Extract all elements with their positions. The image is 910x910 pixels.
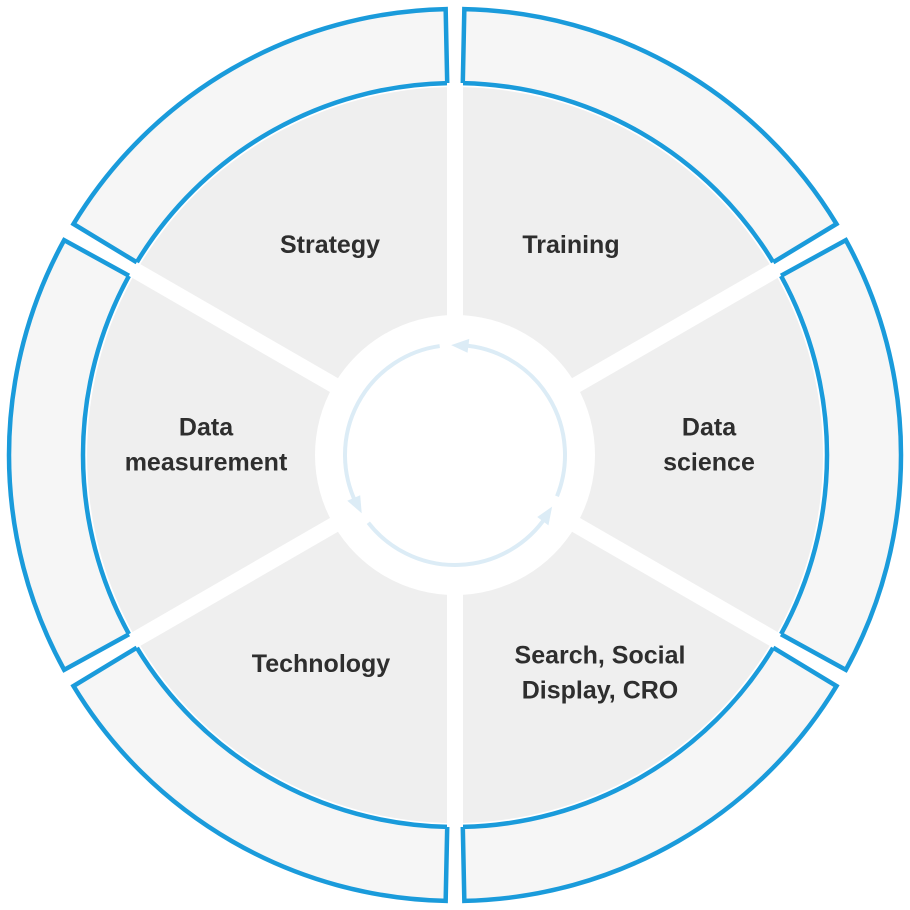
- cycle-arrow-arc: [343, 344, 440, 505]
- cycle-arrowhead-icon: [451, 338, 470, 353]
- label-line: Strategy: [280, 231, 380, 259]
- outer-ring: [6, 6, 904, 904]
- segment-divider: [128, 508, 356, 648]
- segment-data-science: [576, 271, 824, 639]
- center-hub: [323, 323, 587, 587]
- segment-divider: [128, 262, 356, 402]
- cycle-arrowhead-icon: [347, 495, 362, 514]
- label-strategy: Strategy: [280, 231, 380, 259]
- ring-segment-right: [777, 237, 904, 673]
- label-line: Data: [179, 414, 234, 442]
- label-line: Data: [682, 414, 737, 442]
- ring-segment-top-left: [70, 6, 450, 266]
- label-line: Technology: [252, 650, 391, 678]
- label-line: science: [663, 449, 755, 477]
- ring-segment-left: [6, 237, 133, 673]
- label-training: Training: [522, 231, 619, 259]
- center-circle: [323, 323, 587, 587]
- ring-segment-top-right: [460, 6, 840, 266]
- label-line: Training: [522, 231, 619, 259]
- ring-segment-bottom-right: [460, 644, 840, 904]
- cycle-arrowhead-icon: [537, 506, 553, 526]
- segment-divider: [554, 262, 782, 402]
- label-line: measurement: [125, 449, 288, 477]
- inner-wheel: [86, 83, 824, 827]
- segment-data-measurement: [86, 271, 334, 639]
- label-data-science: Data science: [663, 414, 755, 477]
- label-line: Display, CRO: [522, 677, 679, 705]
- segment-divider: [554, 508, 782, 648]
- ring-segment-bottom-left: [70, 644, 450, 904]
- cycle-arrow-arc: [462, 343, 567, 497]
- label-technology: Technology: [252, 650, 391, 678]
- label-line: Search, Social: [515, 642, 686, 670]
- cycle-arrow-arc: [366, 515, 548, 567]
- label-data-measurement: Data measurement: [125, 414, 288, 477]
